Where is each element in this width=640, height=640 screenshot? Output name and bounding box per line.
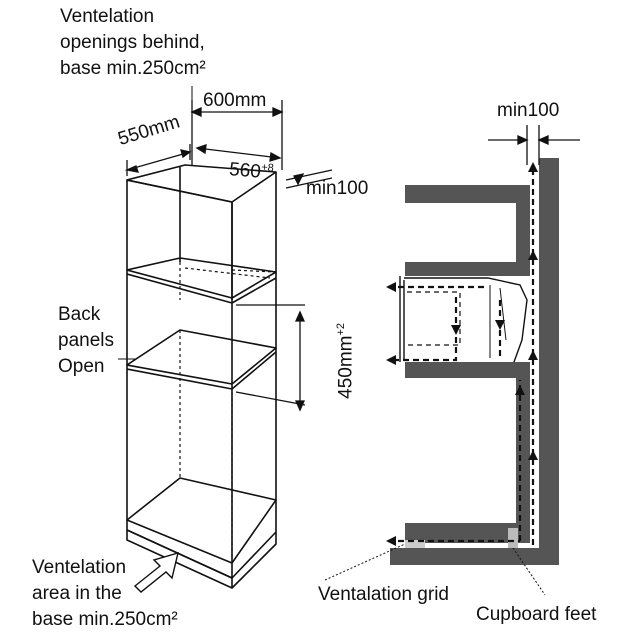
niche-height-value: 450mm (335, 335, 357, 399)
cupboard-feet-label: Cupboard feet (476, 604, 597, 625)
ventilation-grid-label: Ventalation grid (318, 584, 449, 605)
inner-width-dimension: 560+8 (205, 124, 277, 213)
back-panels-label: Back panels Open (58, 304, 114, 377)
inner-width-value: 560 (228, 159, 262, 183)
width-dimension-label: 600mm (203, 90, 267, 111)
rear-gap-label: min100 (306, 178, 369, 199)
niche-height-tolerance: +2 (335, 322, 347, 336)
top-ventilation-label: Ventelation openings behind, base min.25… (60, 6, 206, 79)
side-gap-label: min100 (497, 100, 560, 121)
niche-height-dimension: 450mm+2 (302, 323, 385, 420)
base-ventilation-label: Ventelation area in the base min.250cm² (32, 557, 178, 630)
inner-width-tolerance: +8 (260, 161, 275, 175)
